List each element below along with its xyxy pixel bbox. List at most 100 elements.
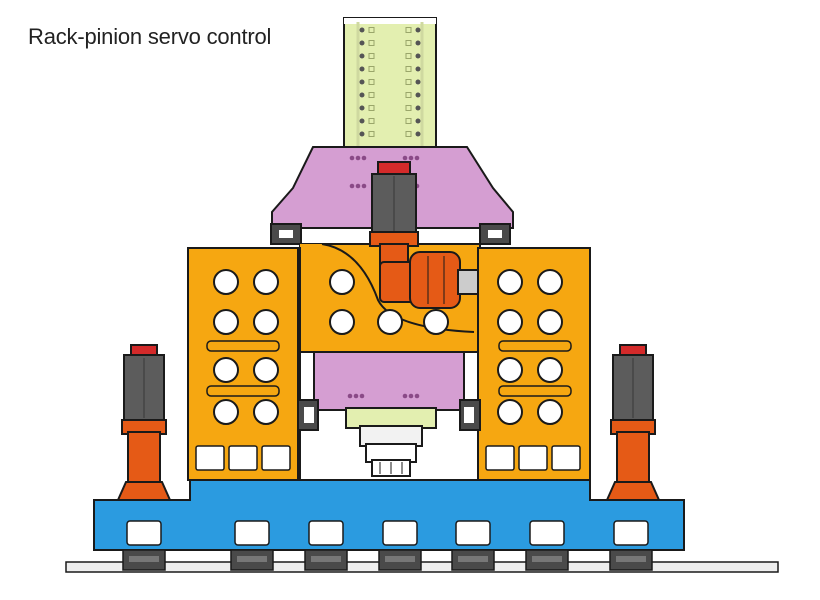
frame-hole	[253, 399, 279, 425]
carriage-bolt	[349, 183, 355, 189]
diagram-title: Rack-pinion servo control	[28, 24, 272, 49]
rail-shoe-slot	[385, 556, 415, 562]
column-bolt	[359, 40, 365, 46]
column-bolt-holes	[359, 27, 421, 137]
column-bolt	[415, 53, 421, 59]
linear-rail	[65, 549, 779, 573]
column-bolt	[368, 118, 375, 124]
rail-shoe-slot	[532, 556, 562, 562]
base-beam	[93, 479, 685, 551]
column-bolt	[405, 66, 412, 72]
lower-carriage-bolt	[402, 393, 408, 399]
lower-carriage-bolt	[408, 393, 414, 399]
column-bolt	[368, 53, 375, 59]
carriage-bolt	[361, 155, 367, 161]
frame-hole	[497, 399, 523, 425]
carriage-bolt	[349, 155, 355, 161]
frame-hole	[537, 309, 563, 335]
frame-hole	[497, 357, 523, 383]
left-frame	[187, 247, 301, 481]
vertical-column	[343, 17, 437, 151]
lower-carriage-bolt	[359, 393, 365, 399]
column-bolt	[359, 131, 365, 137]
column-bolt	[415, 40, 421, 46]
frame-hole	[253, 269, 279, 295]
column-bolt	[415, 118, 421, 124]
column-bolt	[405, 118, 412, 124]
column-bolt	[368, 66, 375, 72]
base-window	[455, 520, 491, 546]
column-bolt	[415, 131, 421, 137]
column-bolt	[368, 105, 375, 111]
column-bolt	[405, 79, 412, 85]
carriage-bolt	[414, 155, 420, 161]
left-servo-motor-icon	[116, 344, 172, 501]
right-frame	[477, 247, 591, 481]
column-bolt	[405, 105, 412, 111]
carriage-bolt	[402, 155, 408, 161]
column-bolt	[359, 27, 365, 33]
rail-shoe-slot	[129, 556, 159, 562]
column-bolt	[415, 66, 421, 72]
base-window	[613, 520, 649, 546]
column-bolt	[405, 40, 412, 46]
column-bolt	[415, 92, 421, 98]
column-bolt	[368, 27, 375, 33]
column-bolt	[405, 27, 412, 33]
carriage-rail-blocks	[270, 223, 511, 245]
frame-hole	[497, 309, 523, 335]
frame-hole	[213, 357, 239, 383]
frame-hole	[537, 357, 563, 383]
column-bolt	[368, 79, 375, 85]
column-bolt	[368, 92, 375, 98]
frame-hole	[253, 309, 279, 335]
base-window	[382, 520, 418, 546]
column-bolt	[359, 92, 365, 98]
column-bolt	[359, 79, 365, 85]
lower-carriage-bolt	[353, 393, 359, 399]
column-bolt	[415, 105, 421, 111]
side-guide-blocks	[297, 399, 481, 431]
column-bolt	[415, 79, 421, 85]
base-windows	[126, 520, 649, 546]
frame-hole	[497, 269, 523, 295]
base-window	[126, 520, 162, 546]
column-bolt	[359, 66, 365, 72]
lower-carriage-bolt	[414, 393, 420, 399]
gearbox-icon	[379, 251, 479, 309]
column-bolt	[415, 27, 421, 33]
column-bolt	[405, 131, 412, 137]
carriage-bolt	[408, 155, 414, 161]
rail-shoe-slot	[458, 556, 488, 562]
frame-hole	[213, 399, 239, 425]
column-bolt	[359, 53, 365, 59]
frame-hole	[537, 399, 563, 425]
carriage-bolt	[361, 183, 367, 189]
right-servo-motor-icon	[605, 344, 661, 501]
left-frame-holes	[213, 269, 279, 425]
base-window	[529, 520, 565, 546]
frame-hole	[213, 309, 239, 335]
lower-carriage	[313, 351, 465, 411]
right-frame-holes	[497, 269, 563, 425]
rail-shoe-slot	[616, 556, 646, 562]
column-bolt	[368, 131, 375, 137]
frame-hole	[213, 269, 239, 295]
column-bolt	[368, 40, 375, 46]
carriage-bolt	[355, 155, 361, 161]
lower-carriage-bolt	[347, 393, 353, 399]
column-bolt	[405, 92, 412, 98]
rail-shoe-slot	[237, 556, 267, 562]
column-bolt	[359, 105, 365, 111]
column-bolt	[405, 53, 412, 59]
spindle	[345, 407, 437, 477]
frame-hole	[537, 269, 563, 295]
carriage-bolt	[355, 183, 361, 189]
base-window	[308, 520, 344, 546]
rail-shoes	[122, 549, 653, 571]
frame-hole	[253, 357, 279, 383]
base-window	[234, 520, 270, 546]
column-bolt	[359, 118, 365, 124]
rail-shoe-slot	[311, 556, 341, 562]
